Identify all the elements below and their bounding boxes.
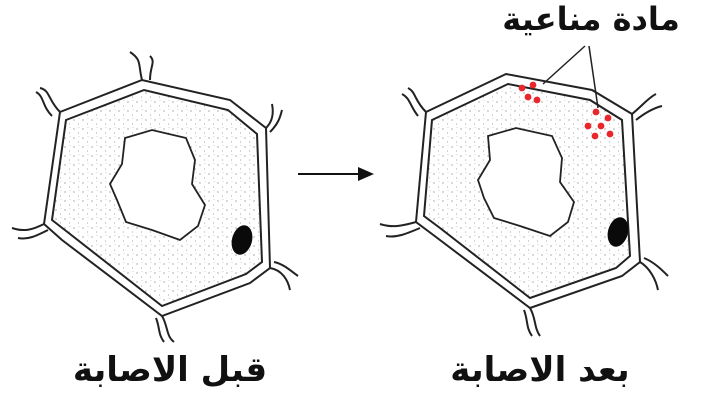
label-before-infection: قبل الاصابة bbox=[72, 350, 268, 390]
cell-wall-outer bbox=[414, 72, 642, 310]
immune-substance-cluster-1 bbox=[518, 81, 541, 104]
cell-wall-outer bbox=[42, 78, 272, 318]
cell-after bbox=[379, 45, 669, 337]
nucleus bbox=[607, 217, 629, 247]
vacuole bbox=[108, 129, 206, 242]
neighbour-walls bbox=[11, 51, 299, 343]
neighbour-walls bbox=[379, 87, 669, 337]
transition-arrow bbox=[298, 167, 374, 181]
label-pointer-lines bbox=[542, 45, 599, 109]
label-immune-substance: مادة مناعية bbox=[502, 0, 680, 38]
label-after-infection: بعد الاصابة bbox=[450, 350, 630, 390]
vacuole bbox=[477, 127, 575, 238]
nucleus bbox=[231, 225, 253, 255]
cell-before bbox=[11, 51, 299, 343]
immune-substance-cluster-2 bbox=[584, 108, 614, 140]
